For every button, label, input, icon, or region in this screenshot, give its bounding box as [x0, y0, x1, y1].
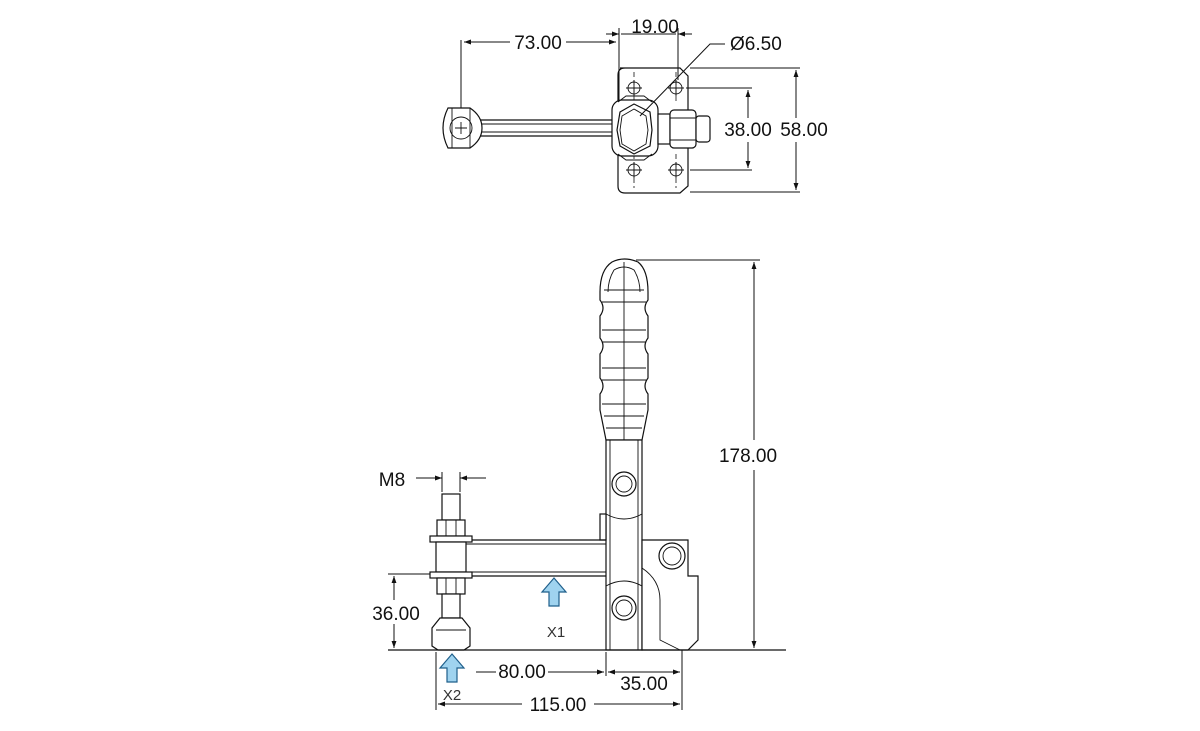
mounting-holes: [626, 72, 684, 188]
top-handle-knob: [442, 107, 483, 149]
force-label-x1: X1: [547, 624, 565, 641]
dim-thread-size: M8: [379, 470, 405, 491]
top-dimensions: [460, 28, 800, 193]
dim-base-length: 35.00: [620, 674, 668, 695]
side-handle-grip: [599, 258, 649, 441]
dim-hole-diameter: Ø6.50: [730, 34, 782, 55]
dim-base-width: 58.00: [780, 120, 828, 141]
dim-hole-spacing-y: 38.00: [724, 120, 772, 141]
force-arrow-x1: [540, 577, 568, 607]
top-base-plate: [617, 67, 689, 194]
side-spindle: [429, 493, 473, 651]
side-view: X1 X2 M8 178.00 36.00 80.00: [372, 258, 786, 716]
dim-spindle-height: 36.00: [372, 604, 420, 625]
side-vertical-arm: [605, 439, 643, 651]
dim-total-length: 115.00: [530, 695, 587, 716]
top-view: 73.00 19.00 Ø6.50 38.00 58.00: [442, 17, 828, 194]
dim-hole-spacing-x: 19.00: [631, 17, 679, 38]
dim-overall-height: 178.00: [719, 446, 777, 467]
dim-reach: 80.00: [498, 662, 546, 683]
dim-handle-length: 73.00: [514, 33, 562, 54]
side-dimensions: [388, 259, 760, 710]
force-arrow-x2: [438, 653, 466, 683]
side-clamp-arm: [466, 539, 606, 577]
top-pivot-body: [611, 95, 711, 161]
force-label-x2: X2: [443, 687, 461, 704]
top-handle-bar: [478, 119, 612, 137]
